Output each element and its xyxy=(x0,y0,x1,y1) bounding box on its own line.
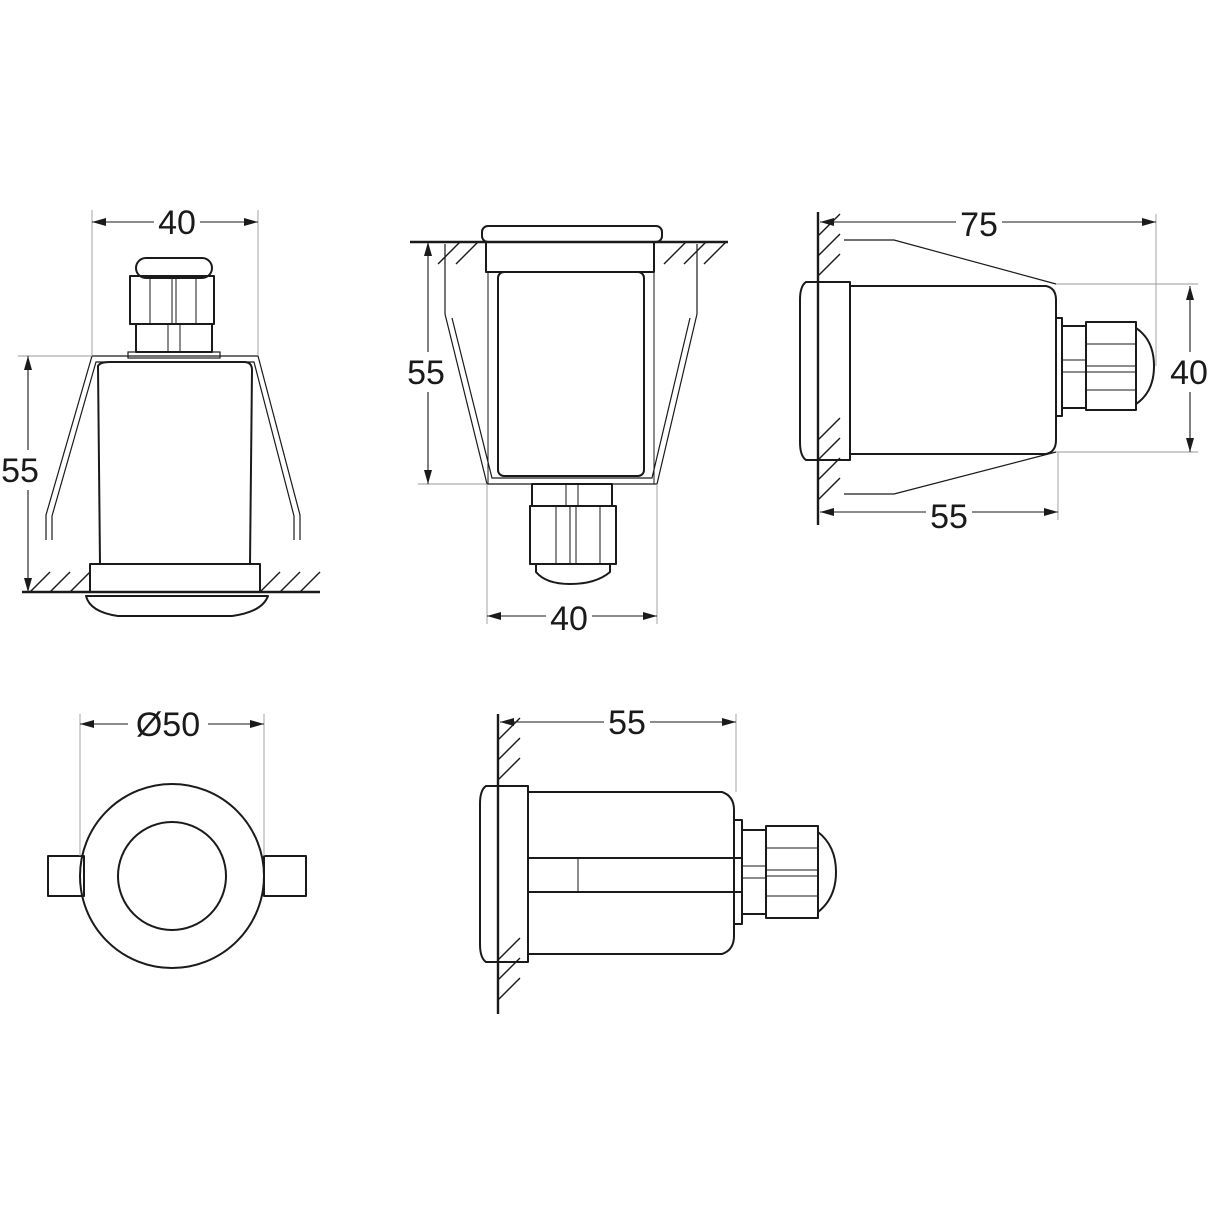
top-view: Ø50 xyxy=(47,702,307,969)
side-view-length-label: 75 xyxy=(960,206,998,244)
section-view: 55 40 xyxy=(404,225,728,638)
section-view-width-label: 40 xyxy=(550,600,588,638)
section-view-height-label: 55 xyxy=(407,354,445,392)
side-view-wall-hatch xyxy=(817,213,841,501)
top-view-diameter-label: Ø50 xyxy=(136,706,200,744)
section-view-surface-hatch xyxy=(437,241,727,265)
side-view-body-length-label: 55 xyxy=(930,498,968,536)
bottom-side-view: 55 xyxy=(479,700,837,1014)
front-view-width-label: 40 xyxy=(158,204,196,242)
side-view: 75 40 55 xyxy=(799,202,1212,536)
bottom-side-view-wall-hatch xyxy=(497,717,521,1001)
side-view-height-label: 40 xyxy=(1170,354,1208,392)
front-view-height-label: 55 xyxy=(1,452,39,490)
front-view-floor-hatch xyxy=(29,571,321,593)
bottom-side-view-length-label: 55 xyxy=(608,704,646,742)
front-view: 40 55 xyxy=(0,200,321,617)
